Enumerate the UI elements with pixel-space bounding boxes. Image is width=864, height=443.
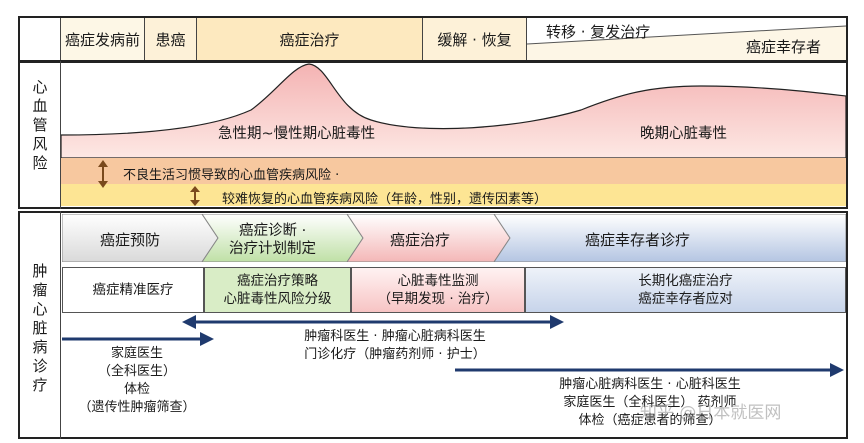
acute-chronic-label: 急性期~慢性期心脏毒性	[218, 126, 376, 142]
phase-treatment: 癌症治疗	[390, 231, 451, 249]
phase-chevrons	[62, 214, 846, 262]
timeline-survivor-divider	[527, 25, 846, 60]
hard-to-recover-label: 较难恢复的心血管疾病风险（年龄，性别，遗传因素等）	[222, 192, 548, 207]
risk-curve	[61, 63, 846, 206]
risk-panel-label: 心血管风险	[32, 78, 48, 172]
onco-divider	[60, 211, 61, 439]
phase-chevron-diagnosis	[201, 214, 364, 262]
oncology-arrowhead-right	[550, 315, 564, 329]
timeline-metastasis: 转移 · 复发治疗	[546, 23, 651, 41]
arrows-layer	[62, 315, 844, 377]
oncology-arrowhead-left	[182, 315, 196, 329]
phase-diagnosis-line1: 癌症诊断 ·	[239, 223, 307, 239]
phase-chevron-treatment	[346, 214, 511, 262]
double-arrow-icon	[98, 160, 108, 188]
timeline-treatment: 癌症治疗	[197, 18, 423, 60]
phase-survivor: 癌症幸存者诊疗	[585, 231, 691, 249]
cardio-block: 肿瘤心脏病科医生 · 心脏科医生 家庭医生（全科医生） 药剂师 体检（癌症患者的…	[559, 377, 741, 428]
box-precision-medicine: 癌症精准医疗	[62, 267, 204, 313]
onco-panel-label: 肿瘤心脏病诊疗	[32, 262, 48, 394]
timeline-patient: 患癌	[145, 18, 197, 60]
family-arrowhead	[200, 332, 214, 346]
phase-prevention: 癌症预防	[100, 231, 161, 249]
phase-chevron-survivor	[493, 214, 846, 262]
timeline-remission: 缓解 · 恢复	[423, 18, 527, 60]
oncology-block: 肿瘤科医生 · 肿瘤心脏病科医生 门诊化疗（肿瘤药剂师 · 护士）	[304, 329, 486, 362]
box-treatment-strategy: 癌症治疗策略 心脏毒性风险分级	[204, 267, 351, 313]
late-toxicity-label: 晚期心脏毒性	[640, 126, 727, 142]
double-arrow-icon	[190, 186, 200, 206]
lifestyle-risk-label: 不良生活习惯导致的心血管疾病风险 ·	[123, 168, 340, 183]
box-longterm-care: 长期化癌症治疗 癌症幸存者应对	[525, 267, 846, 313]
family-doctor-block: 家庭医生 （全科医生） 体检 （遗传性肿瘤筛查）	[78, 346, 196, 415]
cardio-arrowhead	[830, 363, 844, 377]
phase-diagnosis-line2: 治疗计划制定	[229, 241, 316, 257]
box-cardiotoxicity-monitoring: 心脏毒性监测 （早期发现 · 治疗）	[351, 267, 525, 313]
timeline-pre-onset: 癌症发病前	[60, 18, 145, 60]
timeline-survivor: 癌症幸存者	[746, 38, 822, 56]
watermark: 知乎 @日本就医网	[640, 403, 782, 423]
